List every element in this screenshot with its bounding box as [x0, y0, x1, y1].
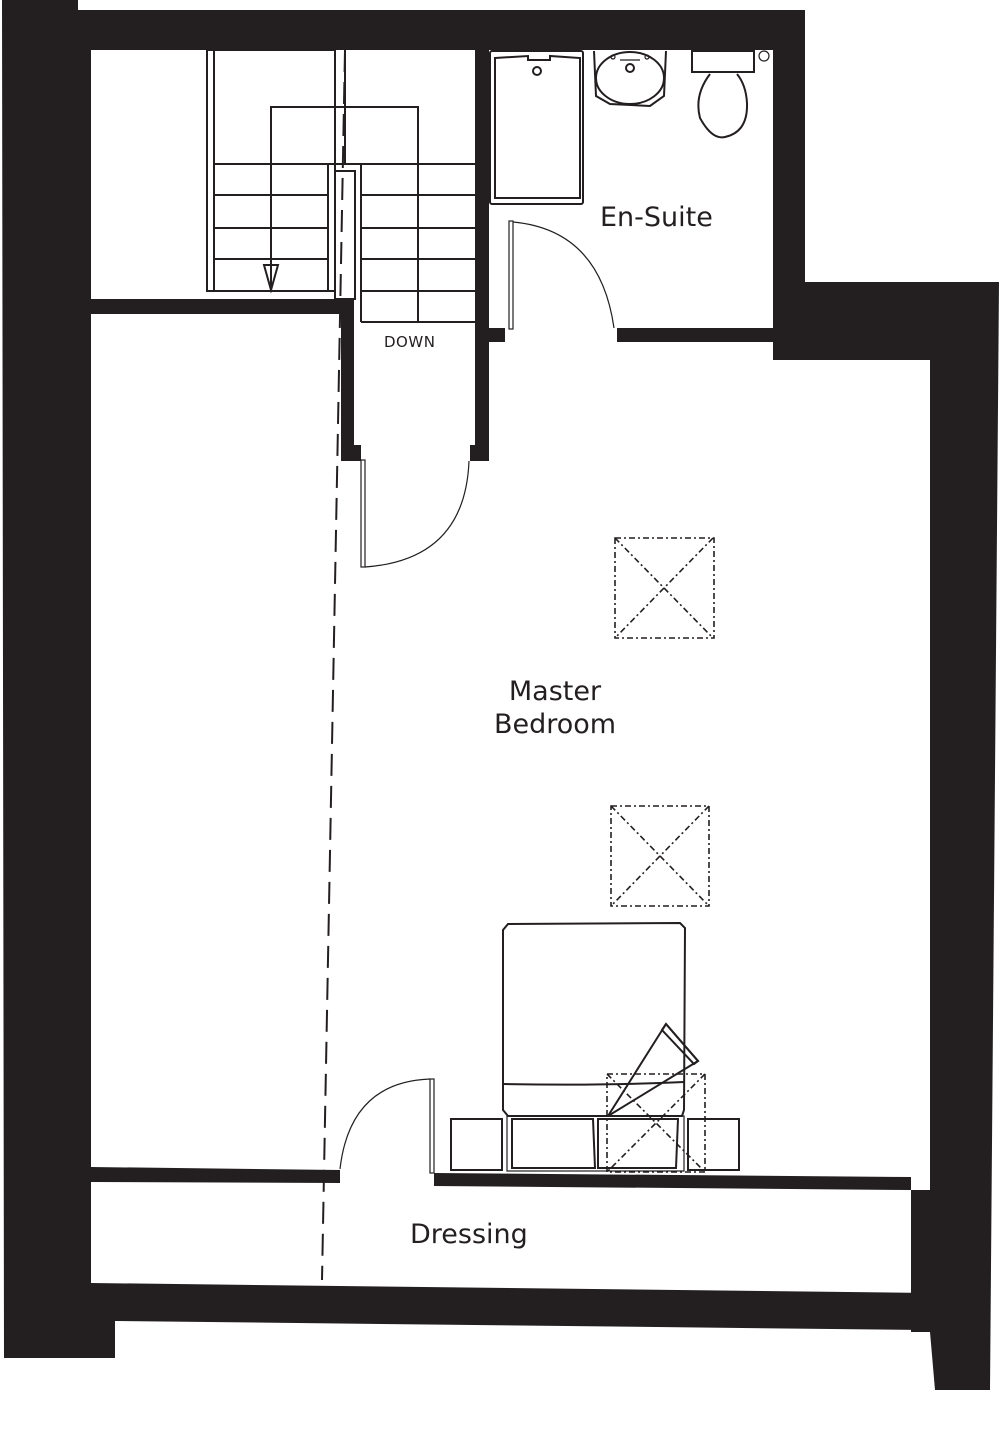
stair-left-wall — [341, 299, 354, 460]
left-outer-wall — [2, 0, 110, 1358]
stair-right-jamb — [470, 445, 489, 461]
toilet-icon — [691, 50, 770, 139]
wash-basin-icon — [593, 50, 667, 108]
dressing-divider-right — [434, 1173, 911, 1190]
stairs-down-label: DOWN — [384, 333, 436, 351]
shower-tray-icon — [489, 50, 584, 205]
dressing-door[interactable] — [339, 1078, 435, 1174]
master-bedroom-label-line2: Bedroom — [493, 708, 617, 740]
ensuite-bottom-wall-left — [489, 328, 505, 342]
bedside-table-right-icon — [687, 1118, 740, 1171]
velux-window-3-icon — [606, 1073, 706, 1173]
landing-wall — [91, 299, 354, 314]
walls — [2, 0, 999, 1390]
stair-left-jamb — [341, 445, 361, 461]
velux-window-1-icon — [614, 537, 715, 639]
stair-door[interactable] — [360, 459, 470, 568]
stair-right-wall — [475, 50, 489, 461]
bottom-wall — [91, 1283, 930, 1358]
master-bedroom-label: Master Bedroom — [480, 676, 630, 742]
dressing-divider-left — [91, 1167, 340, 1183]
double-bed-icon — [502, 921, 700, 1172]
roof-slope-line — [321, 49, 346, 1281]
ensuite-door[interactable] — [508, 220, 615, 330]
right-outer-wall — [773, 282, 999, 1390]
velux-window-2-icon — [610, 805, 710, 907]
master-bedroom-label-line1: Master — [508, 676, 602, 707]
ensuite-label: En-Suite — [600, 202, 713, 233]
dressing-label: Dressing — [410, 1219, 528, 1250]
top-wall — [78, 10, 805, 50]
arrow-down-icon — [262, 264, 280, 294]
bedside-table-left-icon — [450, 1118, 503, 1171]
ensuite-bottom-wall-right — [617, 328, 777, 342]
